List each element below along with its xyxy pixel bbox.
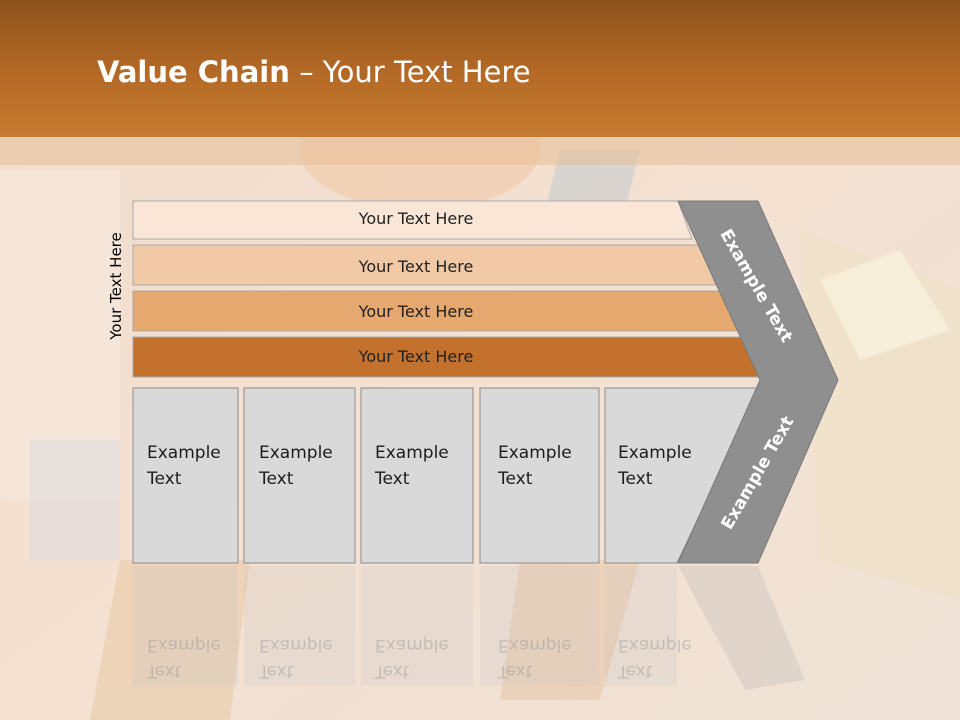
vertical-label: Your Text Here xyxy=(107,232,125,340)
cell-3 xyxy=(360,387,474,564)
cell-5 xyxy=(604,387,761,564)
title-rest: – Your Text Here xyxy=(289,55,531,89)
bar-2-label: Your Text Here xyxy=(358,257,474,276)
page-title: Value Chain – Your Text Here xyxy=(97,55,531,89)
cell-4 xyxy=(479,387,600,564)
chevron-arrow xyxy=(677,200,839,564)
cell-1 xyxy=(132,387,239,564)
bar-1-label: Your Text Here xyxy=(358,209,474,228)
bar-3-label: Your Text Here xyxy=(358,302,474,321)
title-bold: Value Chain xyxy=(97,55,290,89)
header-strip xyxy=(0,137,960,165)
cell-2 xyxy=(243,387,356,564)
bar-4-label: Your Text Here xyxy=(358,347,474,366)
bar-1 xyxy=(132,200,693,240)
header-band xyxy=(0,0,960,137)
